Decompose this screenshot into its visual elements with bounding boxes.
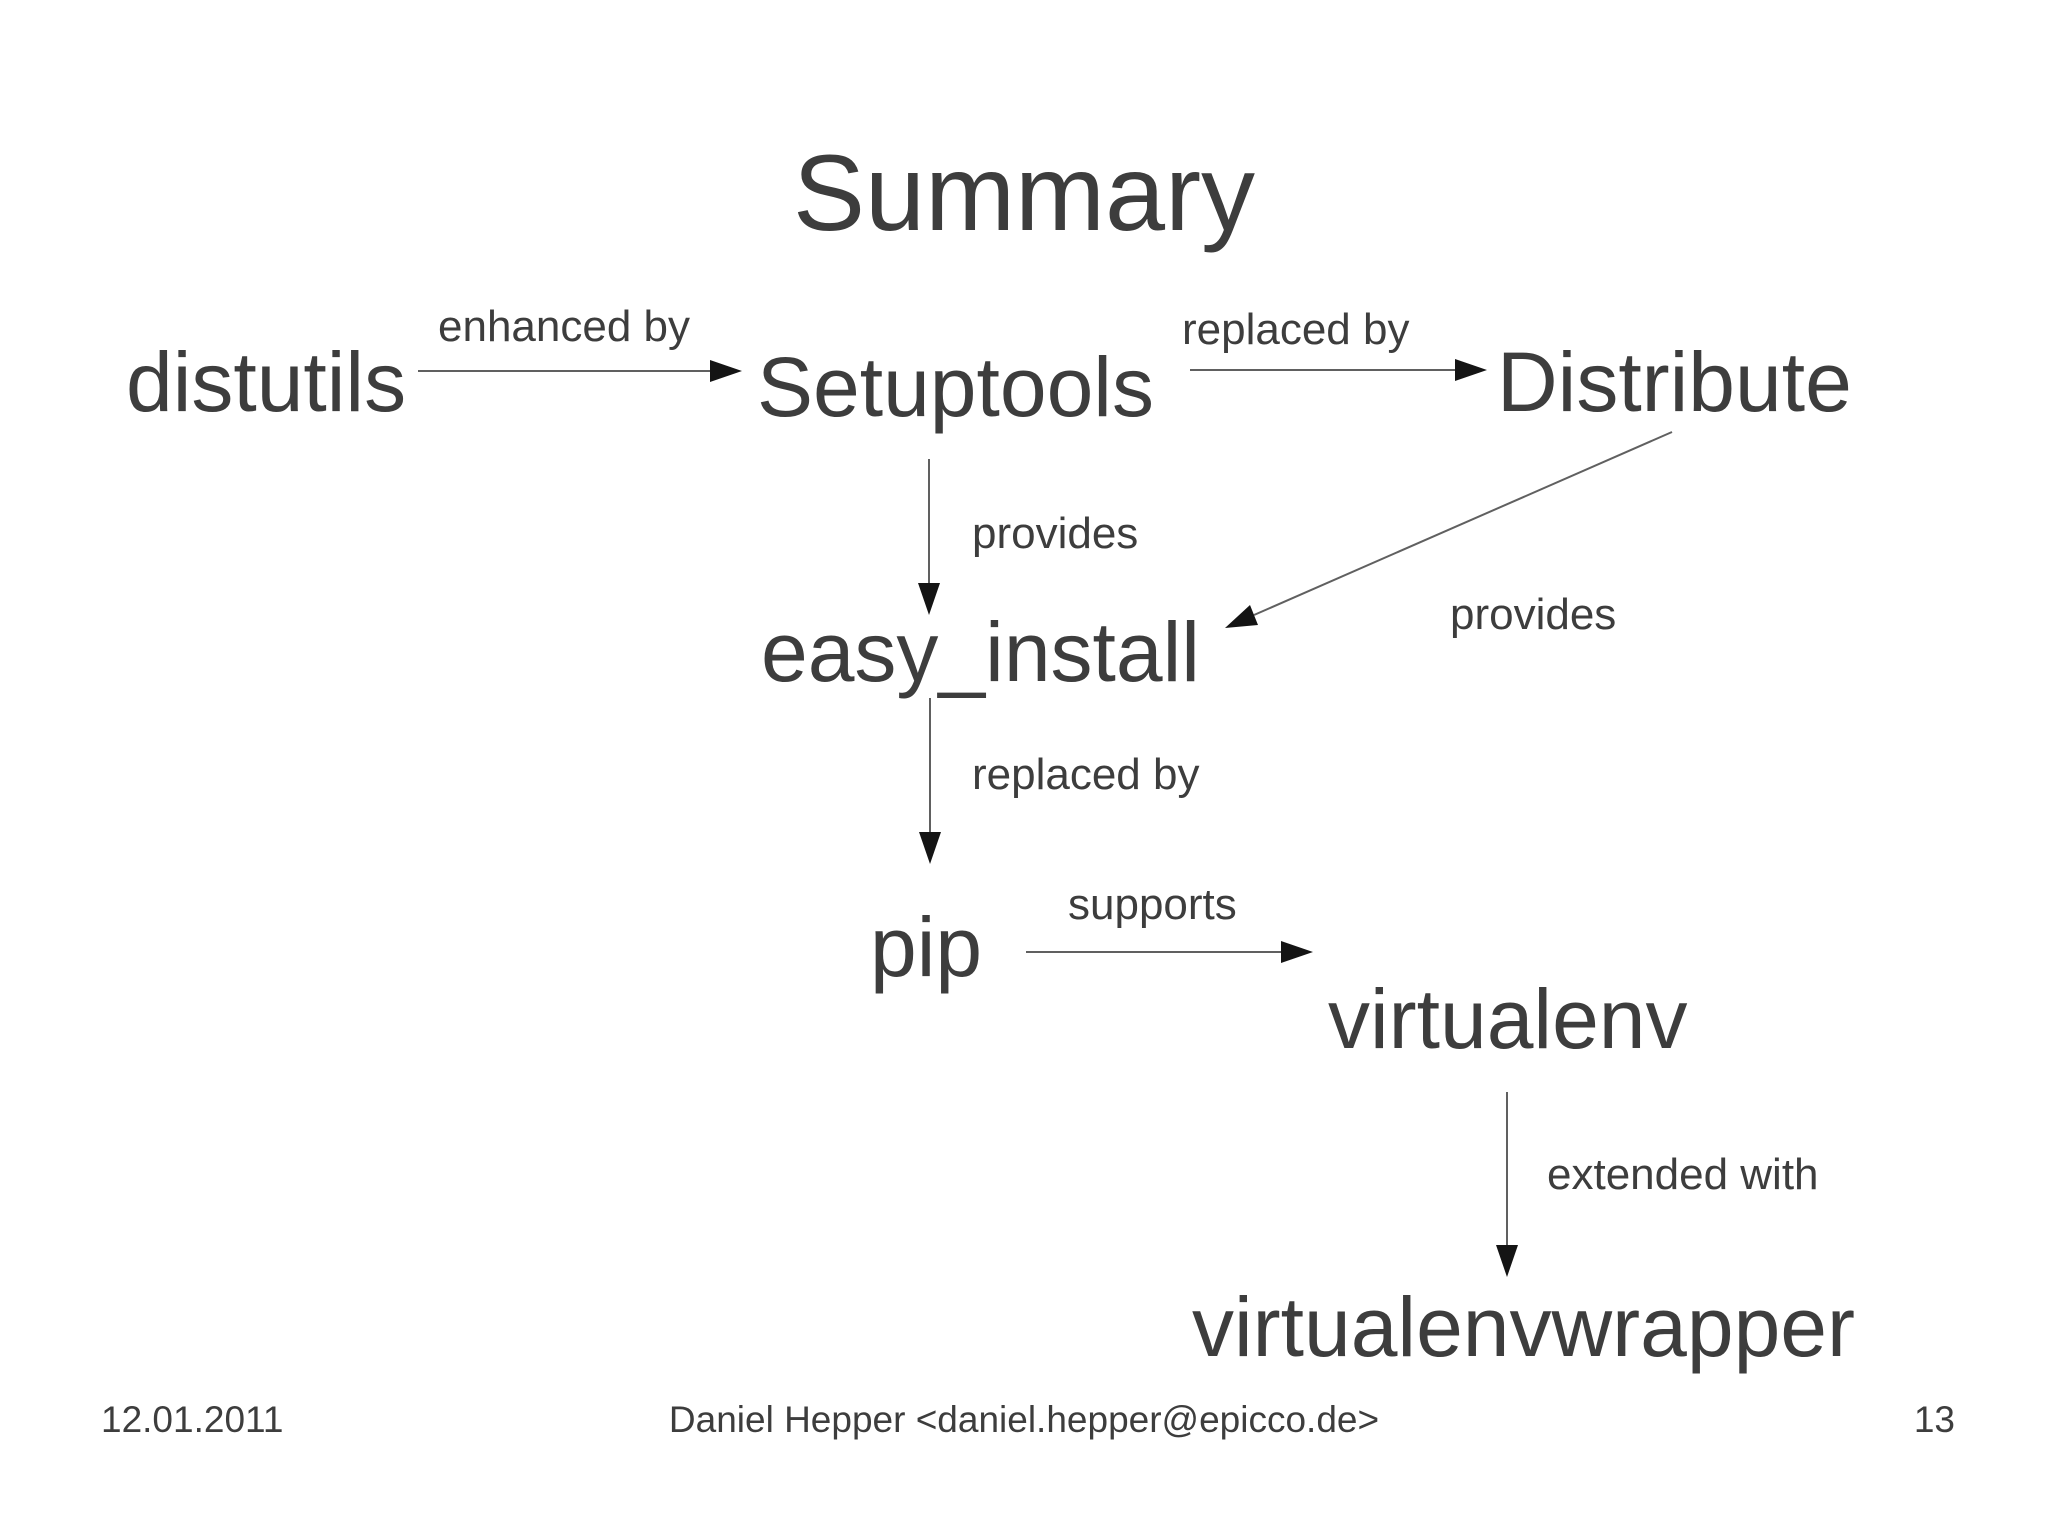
arrow-setuptools-distribute	[1190, 359, 1487, 381]
node-virtualenv: virtualenv	[1328, 972, 1688, 1066]
arrow-distutils-setuptools	[418, 360, 742, 382]
node-setuptools: Setuptools	[757, 340, 1154, 434]
node-virtualenvwrapper: virtualenvwrapper	[1192, 1280, 1855, 1374]
edge-label-enhanced-by: enhanced by	[438, 302, 690, 351]
arrowhead-icon	[919, 832, 941, 864]
node-pip: pip	[870, 900, 983, 994]
arrow-setuptools-easyinstall	[918, 459, 940, 615]
edge-label-replaced-by-top: replaced by	[1182, 305, 1410, 354]
arrowhead-icon	[1225, 605, 1258, 628]
edge-label-provides-left: provides	[972, 509, 1139, 558]
slide-title: Summary	[792, 132, 1256, 253]
edge-label-extended-with: extended with	[1547, 1150, 1819, 1199]
footer-author: Daniel Hepper <daniel.hepper@epicco.de>	[668, 1399, 1380, 1440]
node-easy-install: easy_install	[761, 605, 1200, 699]
arrowhead-icon	[1496, 1245, 1518, 1277]
arrow-easyinstall-pip	[919, 698, 941, 864]
arrow-pip-virtualenv	[1026, 941, 1313, 963]
arrowhead-icon	[710, 360, 742, 382]
edge-label-replaced-by-mid: replaced by	[972, 750, 1200, 799]
footer-page-number: 13	[1913, 1399, 1955, 1440]
arrow-virtualenv-virtualenvwrapper	[1496, 1092, 1518, 1277]
arrowhead-icon	[1455, 359, 1487, 381]
arrowhead-icon	[1281, 941, 1313, 963]
node-distutils: distutils	[126, 335, 407, 429]
node-distribute: Distribute	[1497, 335, 1852, 429]
edge-label-provides-right: provides	[1450, 590, 1617, 639]
edge-label-supports: supports	[1068, 880, 1237, 929]
footer-date: 12.01.2011	[101, 1399, 284, 1440]
